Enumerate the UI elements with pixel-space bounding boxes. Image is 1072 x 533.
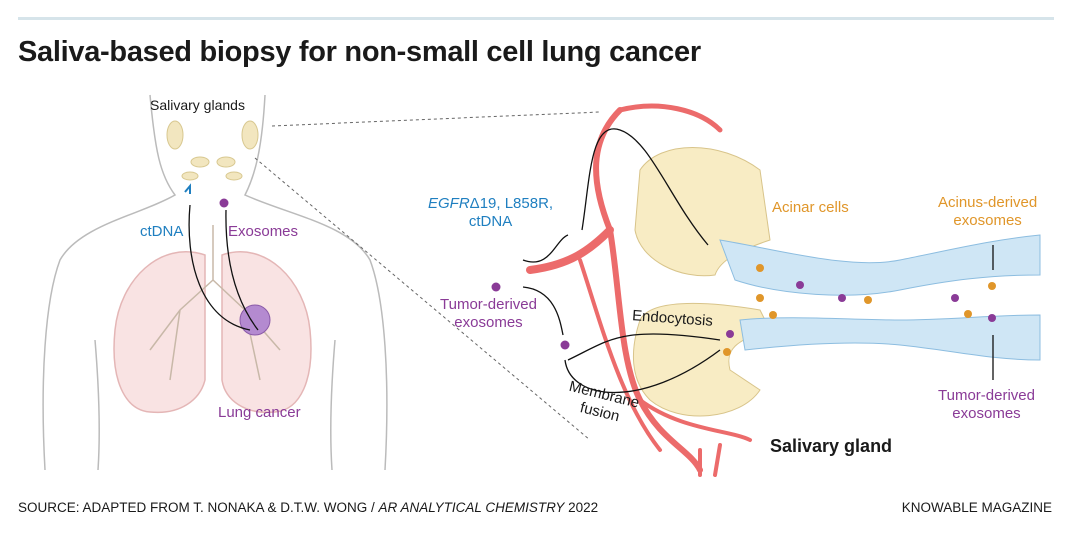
label-salivary-glands: Salivary glands	[150, 97, 245, 113]
label-line: exosomes	[952, 405, 1021, 422]
bronchi-icon	[149, 225, 281, 381]
lungs-icon	[113, 251, 312, 414]
label-egfr-ctdna: ctDNA	[468, 213, 513, 230]
source-credit: SOURCE: ADAPTED FROM T. NONAKA & D.T.W. …	[18, 500, 598, 515]
source-year: 2022	[564, 500, 599, 515]
flow-arrows	[522, 128, 994, 393]
source-journal: AR ANALYTICAL CHEMISTRY	[378, 500, 565, 515]
salivary-ducts	[719, 234, 1041, 361]
label-acinar-cells: Acinar cells	[772, 199, 849, 216]
salivary-glands-icon	[166, 120, 259, 181]
label-line: exosomes	[953, 212, 1022, 229]
label-exosomes: Exosomes	[228, 223, 299, 240]
label-lung-cancer: Lung cancer	[218, 404, 301, 421]
label-tumor-derived-right: Tumor-derived exosomes	[938, 387, 1035, 423]
tumor-icon	[239, 304, 271, 336]
label-salivary-gland: Salivary gland	[770, 436, 893, 456]
label-line: exosomes	[454, 314, 523, 331]
label-line: Tumor-derived	[440, 296, 537, 313]
label-acinus-derived: Acinus-derived exosomes	[938, 194, 1037, 230]
label-egfr: EGFRΔ19, L858R, ctDNA	[428, 195, 553, 231]
exosome-particles	[491, 264, 996, 356]
ctdna-helix-icon	[184, 183, 191, 194]
label-line: Acinus-derived	[938, 194, 1038, 211]
label-egfr-mutations: Δ19, L858R,	[469, 195, 554, 212]
label-ctdna: ctDNA	[140, 223, 184, 240]
page-title: Saliva-based biopsy for non-small cell l…	[18, 36, 701, 68]
source-prefix: SOURCE: ADAPTED FROM T. NONAKA & D.T.W. …	[18, 500, 379, 515]
label-tumor-derived-left: Tumor-derived exosomes	[440, 296, 537, 332]
exosome-icon	[219, 198, 229, 208]
publisher-credit: KNOWABLE MAGAZINE	[901, 500, 1052, 515]
label-line: Tumor-derived	[938, 387, 1035, 404]
body-outline	[42, 94, 388, 471]
label-egfr-gene: EGFR	[428, 195, 470, 212]
top-rule	[18, 17, 1054, 20]
